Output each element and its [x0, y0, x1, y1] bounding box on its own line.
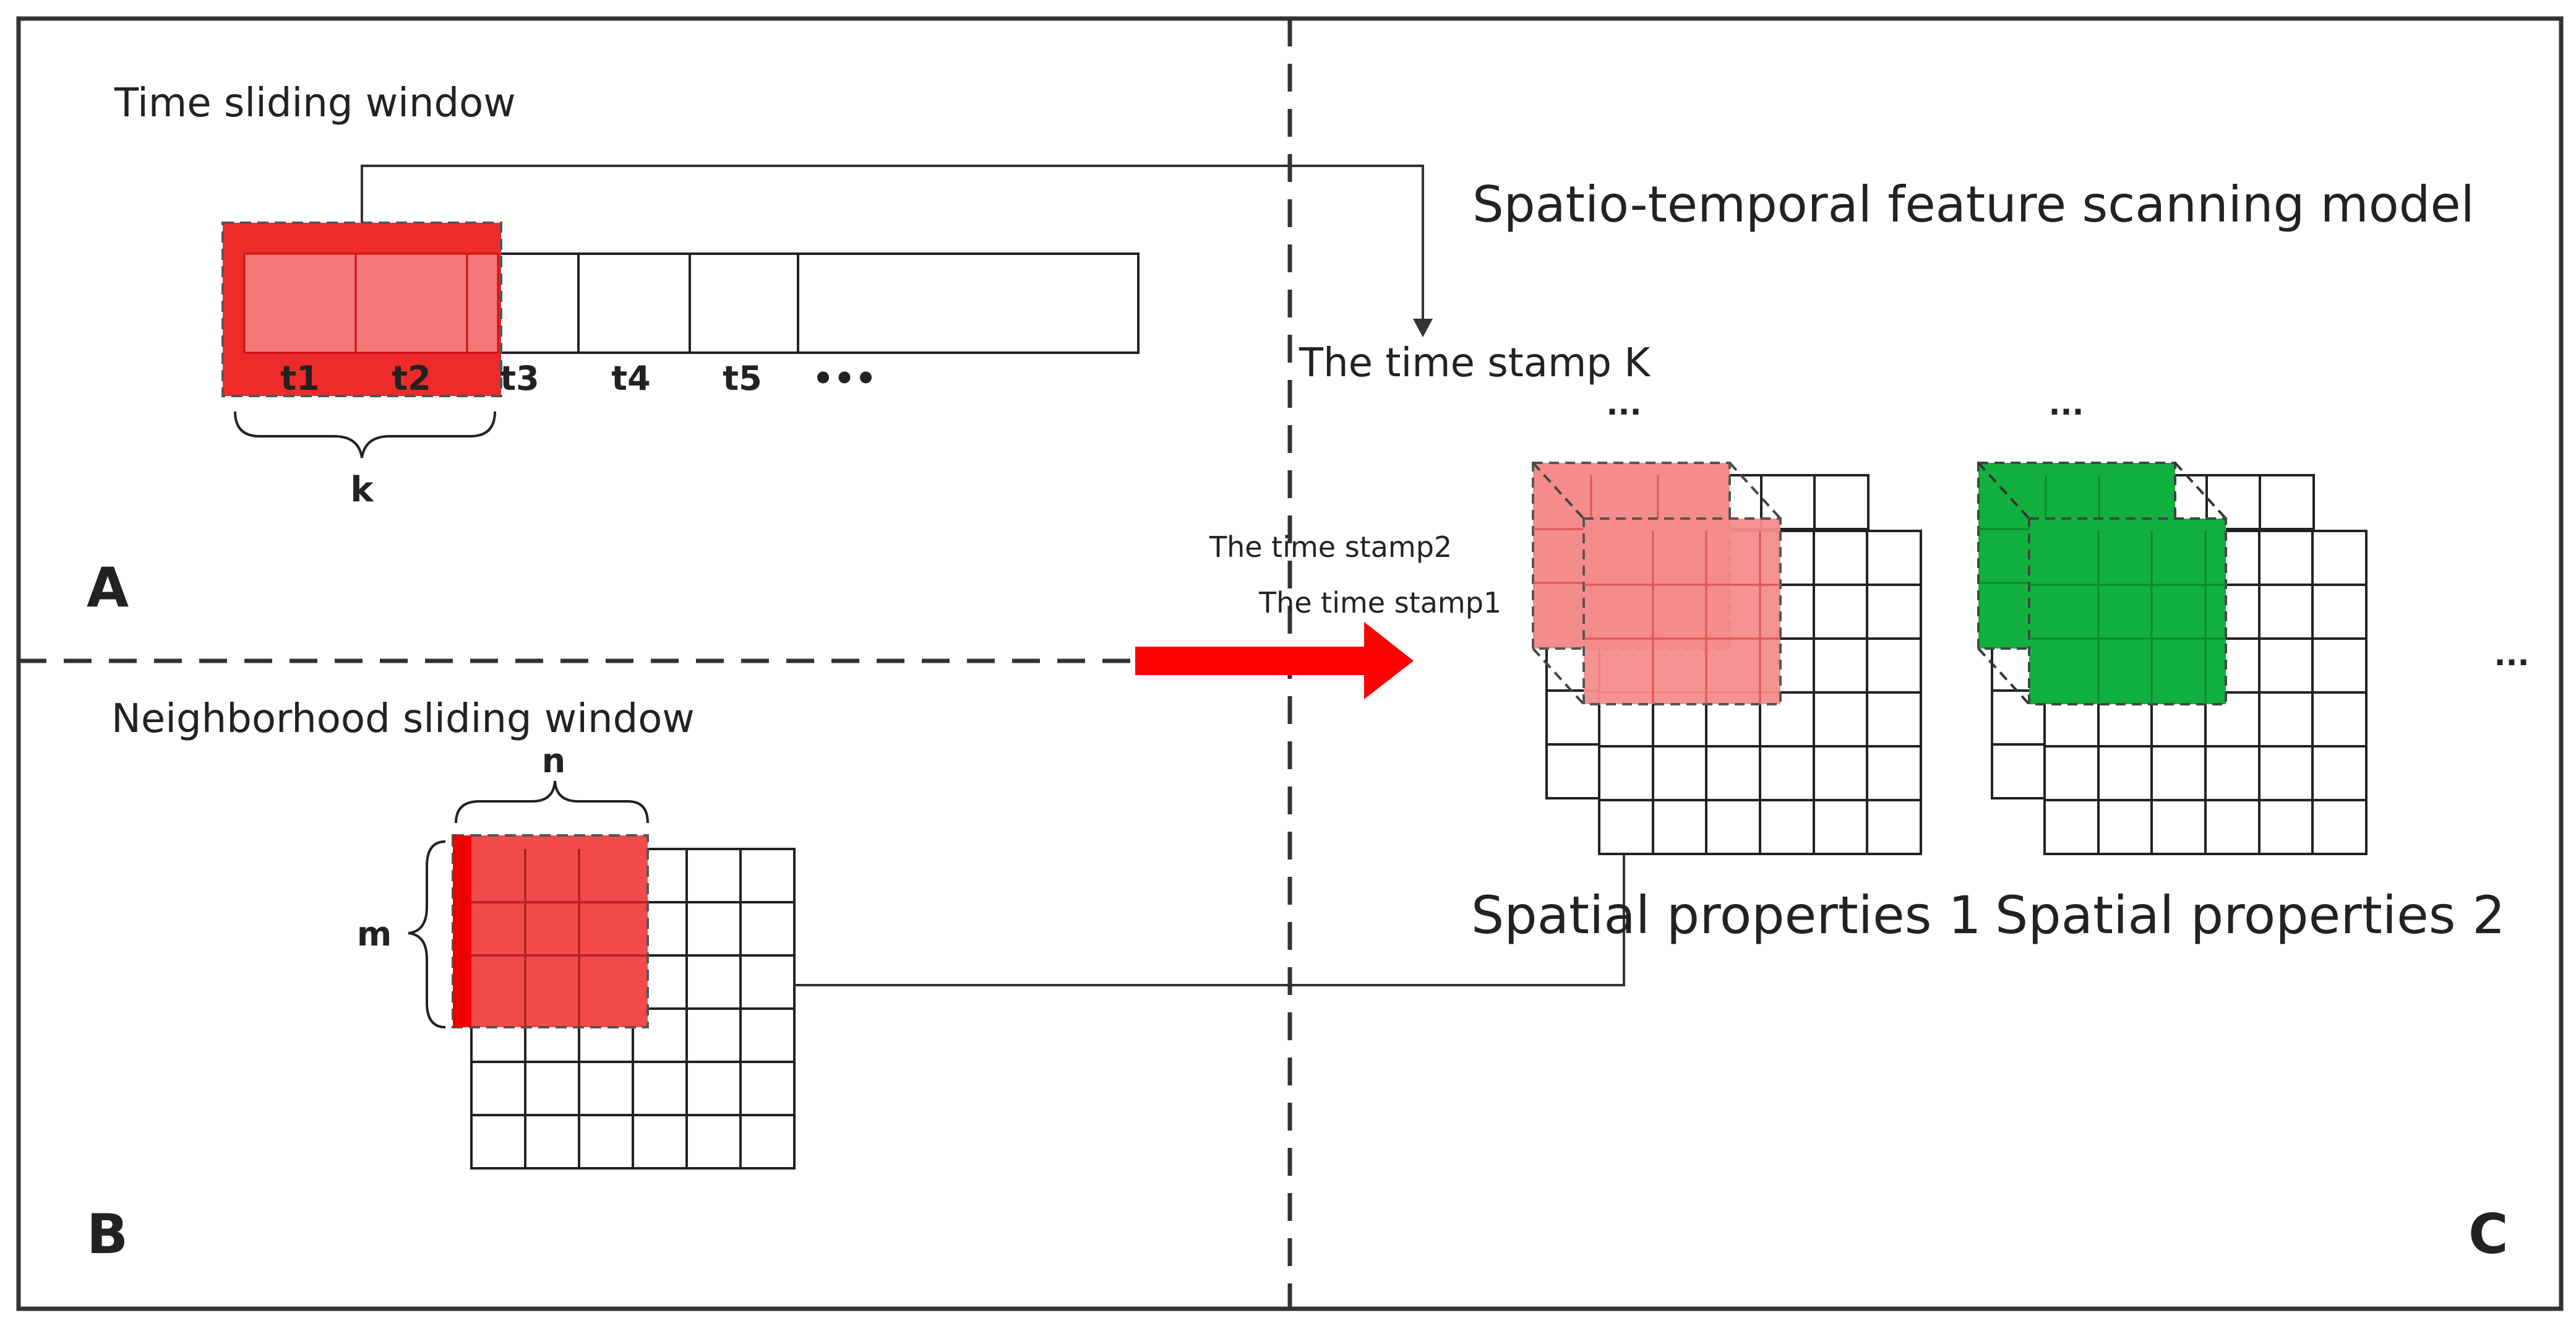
neighborhood-window-lines — [471, 849, 648, 1027]
time-label-t3: t3 — [500, 359, 539, 398]
panel-b-label: B — [87, 1202, 128, 1266]
k-brace — [234, 411, 496, 459]
neighborhood-window-edge — [453, 835, 471, 1027]
m-brace — [408, 840, 446, 1028]
m-label: m — [357, 915, 392, 954]
n-brace — [455, 780, 649, 824]
panel-a-label: A — [87, 556, 129, 619]
k-label: k — [350, 470, 374, 510]
time-to-stamp-arrowhead — [1413, 319, 1433, 337]
panel-c-title: Spatio-temporal feature scanning model — [1472, 176, 2475, 233]
time-label-t2: t2 — [392, 359, 431, 398]
big-red-arrow — [1135, 622, 1414, 699]
panel-b: Neighborhood sliding window n m B — [87, 696, 1634, 1266]
stack-1 — [1532, 462, 1922, 855]
timestamp-k-label: The time stamp K — [1299, 340, 1651, 386]
ellipsis-top-2: ... — [2049, 386, 2084, 422]
panel-a: Time sliding window t1 t2 t3 t4 t5 ••• k — [87, 80, 1433, 619]
ellipsis-right: ... — [2494, 637, 2530, 673]
n-label: n — [542, 741, 565, 780]
time-label-t4: t4 — [611, 359, 650, 398]
panel-b-title: Neighborhood sliding window — [111, 696, 695, 742]
red-window-front — [1582, 517, 1782, 705]
panel-c: Spatio-temporal feature scanning model T… — [1209, 176, 2529, 1266]
timestamp-2-label: The time stamp2 — [1209, 530, 1452, 564]
time-cell-t4 — [577, 252, 691, 354]
neighborhood-window-highlight — [452, 834, 649, 1028]
time-to-stamp-connector — [361, 165, 1424, 321]
time-label-t1: t1 — [280, 359, 319, 398]
panel-a-title: Time sliding window — [114, 80, 516, 126]
ellipsis-top-1: ... — [1607, 386, 1642, 422]
panel-c-label: C — [2468, 1202, 2509, 1266]
spatial-properties-2-label: Spatial properties 2 — [1995, 885, 2505, 946]
stack-2 — [1977, 462, 2368, 855]
time-cell-t5 — [689, 252, 799, 354]
green-window-front — [2028, 517, 2227, 705]
grid-to-spatial-connector — [794, 854, 1625, 986]
time-window-cells — [243, 252, 499, 354]
time-label-t5: t5 — [723, 359, 762, 398]
spatial-properties-1-label: Spatial properties 1 — [1471, 885, 1981, 946]
time-label-ellipsis: ••• — [812, 359, 877, 398]
time-cell-rest — [797, 252, 1140, 354]
timestamp-1-label: The time stamp1 — [1258, 586, 1501, 619]
